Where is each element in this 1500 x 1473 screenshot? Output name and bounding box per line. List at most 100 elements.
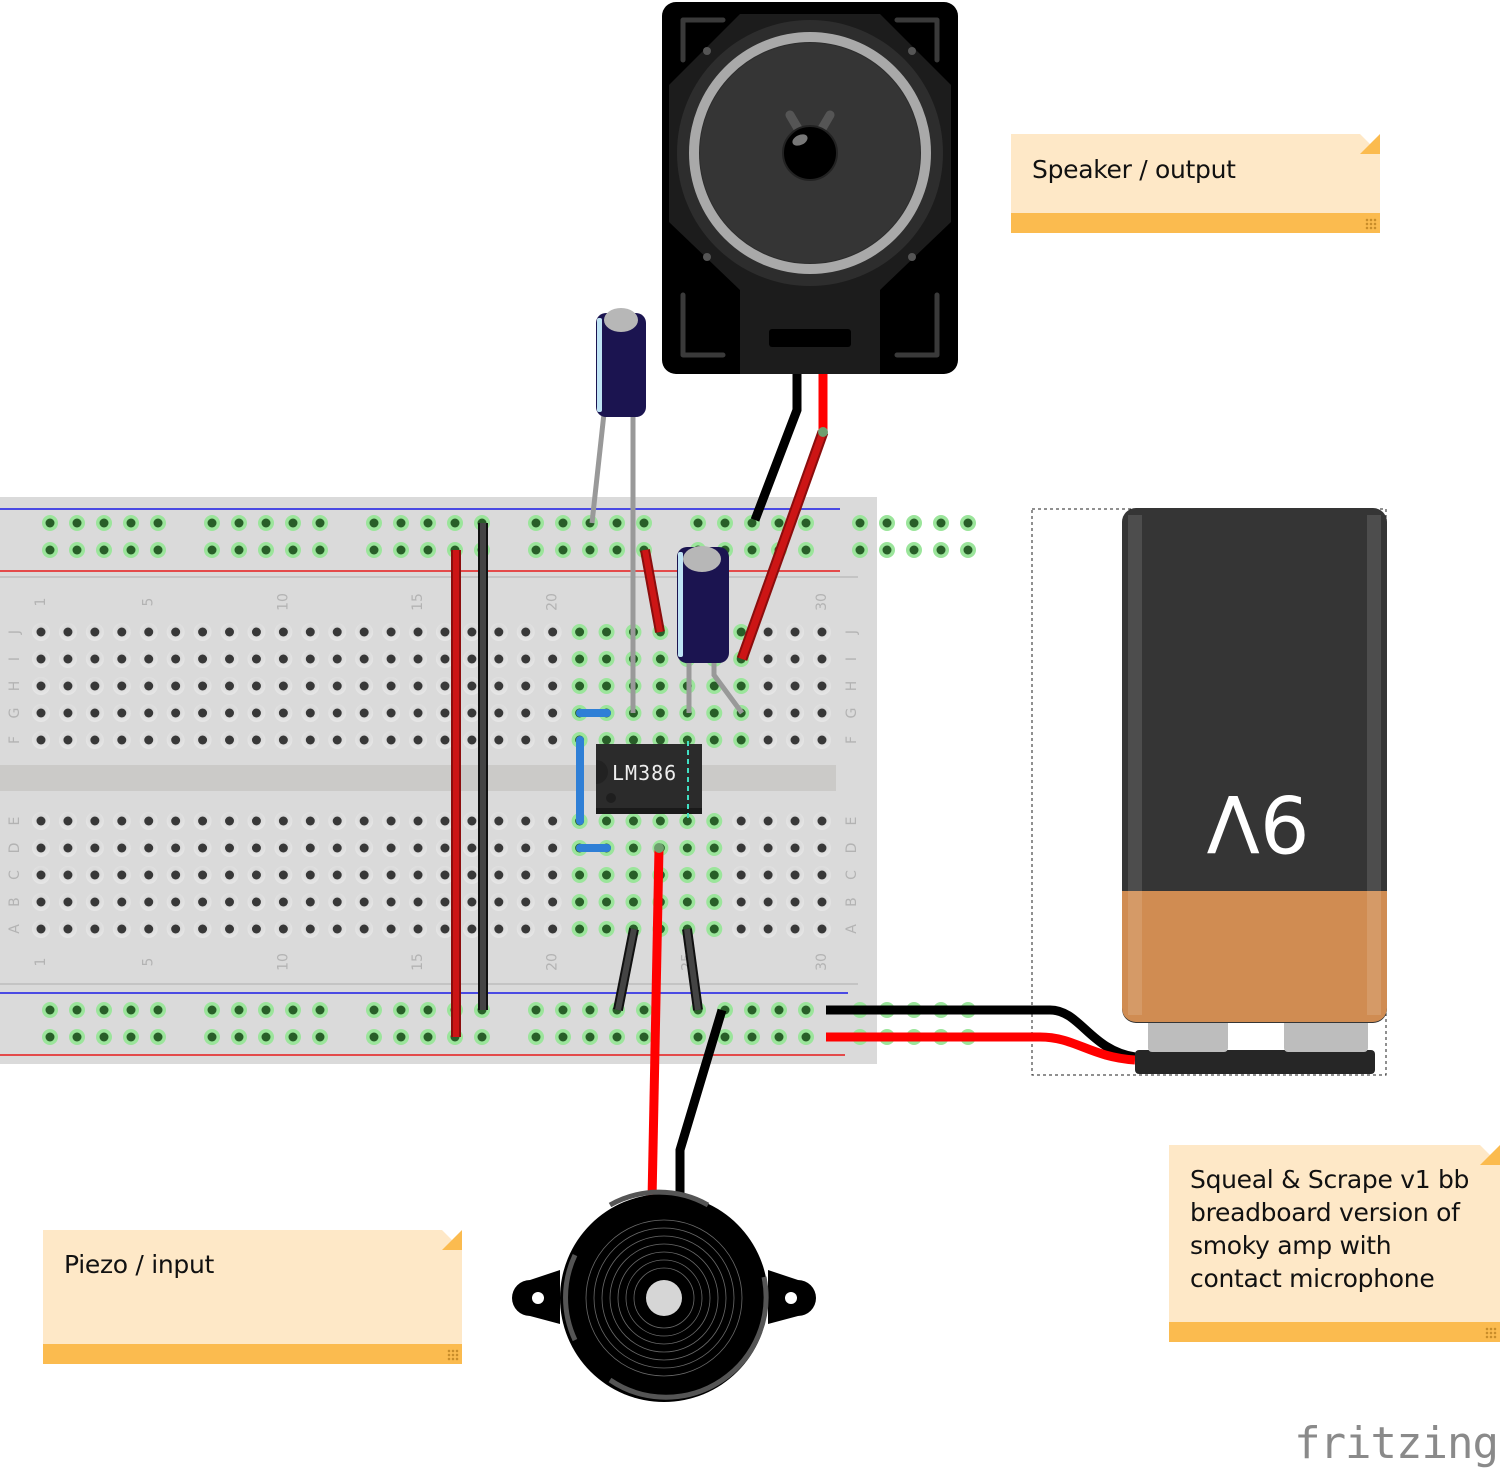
hole-center	[575, 681, 585, 691]
hole-center	[736, 627, 746, 637]
hole-center	[413, 627, 423, 637]
hole-center	[682, 735, 692, 745]
hole-center	[288, 545, 298, 555]
battery-black-lead[interactable]	[826, 1005, 1136, 1062]
hole-center	[467, 870, 477, 880]
hole-center	[305, 654, 315, 664]
capacitor-top	[604, 308, 638, 332]
hole-center	[72, 545, 82, 555]
resize-grip[interactable]	[1365, 218, 1377, 230]
hole-center	[855, 545, 865, 555]
hole-center	[359, 681, 369, 691]
hole-center	[90, 654, 100, 664]
hole-center	[278, 654, 288, 664]
speaker-black-lead[interactable]	[750, 374, 802, 522]
note-piezo-input[interactable]: Piezo / input	[43, 1230, 462, 1364]
capacitor-2[interactable]	[677, 546, 745, 715]
speaker-red-jumper[interactable]	[738, 430, 827, 661]
hole-center	[521, 708, 531, 718]
row-label: I	[844, 657, 860, 661]
piezo-red-lead[interactable]	[647, 847, 664, 1201]
row-label: B	[844, 897, 860, 907]
hole-center	[198, 924, 208, 934]
hole-center	[936, 518, 946, 528]
hole-center	[521, 843, 531, 853]
red-jumper-wire[interactable]	[642, 549, 663, 633]
hole-center	[440, 627, 450, 637]
hole-center	[251, 654, 261, 664]
hole-center	[548, 870, 558, 880]
hole-center	[261, 518, 271, 528]
hole-center	[440, 681, 450, 691]
hole-center	[198, 897, 208, 907]
hole-center	[548, 924, 558, 934]
hole-center	[548, 654, 558, 664]
row-label: G	[7, 708, 23, 719]
hole-center	[602, 870, 612, 880]
note-text: Speaker / output	[1032, 155, 1236, 184]
hole-center	[90, 735, 100, 745]
hole-center	[790, 654, 800, 664]
hole-center	[494, 870, 504, 880]
blue-jumpers	[576, 709, 611, 852]
resize-grip[interactable]	[1485, 1327, 1497, 1339]
resize-grip[interactable]	[447, 1349, 459, 1361]
hole-center	[521, 654, 531, 664]
battery-red-lead[interactable]	[826, 1032, 1136, 1065]
hole-center	[396, 1005, 406, 1015]
hole-center	[413, 897, 423, 907]
hole-center	[413, 681, 423, 691]
hole-center	[63, 843, 73, 853]
hole-center	[45, 1005, 55, 1015]
hole-center	[747, 518, 757, 528]
row-label: H	[7, 681, 23, 692]
note-speaker-output[interactable]: Speaker / output	[1011, 134, 1380, 233]
hole-center	[171, 735, 181, 745]
battery-9v[interactable]: 9V	[826, 508, 1387, 1076]
hole-center	[225, 897, 235, 907]
column-label: 5	[141, 598, 157, 607]
hole-center	[736, 897, 746, 907]
hole-center	[801, 545, 811, 555]
hole-center	[628, 843, 638, 853]
speaker[interactable]	[662, 2, 958, 661]
note-project-title[interactable]: Squeal & Scrape v1 bb breadboard version…	[1169, 1145, 1500, 1342]
hole-center	[144, 870, 154, 880]
hole-center	[790, 897, 800, 907]
hole-center	[36, 843, 46, 853]
hole-center	[467, 708, 477, 718]
hole-center	[396, 545, 406, 555]
hole-center	[720, 518, 730, 528]
hole-center	[602, 924, 612, 934]
black-jumper-wire[interactable]	[684, 928, 701, 1011]
column-label: 15	[410, 953, 426, 971]
hole-center	[332, 735, 342, 745]
capacitor-1[interactable]	[589, 308, 646, 713]
hole-center	[736, 843, 746, 853]
piezo-buzzer[interactable]	[512, 843, 816, 1402]
hole-center	[882, 545, 892, 555]
hole-center	[359, 897, 369, 907]
piezo-black-lead[interactable]	[675, 1008, 727, 1200]
battery-label: 9V	[1207, 777, 1310, 867]
hole-center	[774, 1032, 784, 1042]
hole-center	[602, 816, 612, 826]
hole-center	[612, 518, 622, 528]
hole-center	[585, 1005, 595, 1015]
lm386-chip[interactable]: LM386	[596, 741, 702, 818]
hole-center	[36, 627, 46, 637]
hole-center	[790, 816, 800, 826]
hole-center	[251, 735, 261, 745]
mount-hole	[785, 1292, 797, 1304]
hole-center	[682, 870, 692, 880]
black-jumper-wire[interactable]	[615, 928, 637, 1011]
hole-center	[494, 654, 504, 664]
hole-center	[359, 735, 369, 745]
hole-center	[171, 843, 181, 853]
hole-center	[790, 681, 800, 691]
hole-center	[369, 545, 379, 555]
hole-center	[450, 518, 460, 528]
hole-center	[144, 843, 154, 853]
hole-center	[198, 870, 208, 880]
hole-center	[817, 735, 827, 745]
